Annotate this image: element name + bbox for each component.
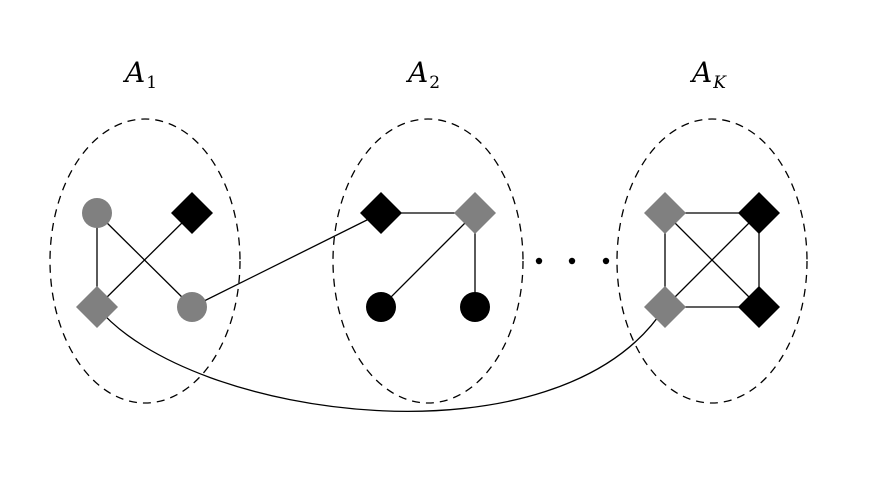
node-a1-bl-gray-diamond — [76, 286, 118, 328]
node-a1-tr-black-diamond — [171, 192, 213, 234]
cluster-label-ak: AK — [689, 56, 727, 93]
ellipsis-dot-3 — [602, 257, 610, 265]
label-base: A — [689, 56, 712, 89]
ellipsis-dot-2 — [568, 257, 576, 265]
cluster-ak-boundary — [616, 118, 808, 404]
edge-a1-bl-ak-bl — [96, 306, 666, 412]
ellipsis-dot-1 — [535, 257, 543, 265]
node-a2-bl-black-circle — [366, 292, 396, 322]
edge-ak-tr-ak-bl — [664, 212, 760, 308]
node-a1-tl-gray-circle — [82, 198, 112, 228]
node-a2-br-black-circle — [460, 292, 490, 322]
node-a2-tl-black-diamond — [360, 192, 402, 234]
node-a2-tr-gray-diamond — [454, 192, 496, 234]
node-ak-br-black-diamond — [738, 286, 780, 328]
node-ak-tr-black-diamond — [738, 192, 780, 234]
cluster-label-a2: A2 — [405, 56, 440, 93]
edge-a2-tr-a2-bl — [380, 212, 476, 308]
cluster-a1-boundary — [49, 118, 241, 404]
label-base: A — [405, 56, 428, 89]
edge-a1-br-a2-tl — [191, 212, 382, 308]
node-ak-tl-gray-diamond — [644, 192, 686, 234]
label-base: A — [122, 56, 145, 89]
node-ak-bl-gray-diamond — [644, 286, 686, 328]
label-subscript: 2 — [429, 73, 440, 93]
edge-a1-tr-a1-bl — [96, 212, 193, 308]
cluster-a2-boundary — [332, 118, 524, 404]
label-subscript: K — [712, 73, 727, 93]
node-a1-br-gray-circle — [177, 292, 207, 322]
label-subscript: 1 — [146, 73, 157, 93]
cluster-label-a1: A1 — [122, 56, 157, 93]
